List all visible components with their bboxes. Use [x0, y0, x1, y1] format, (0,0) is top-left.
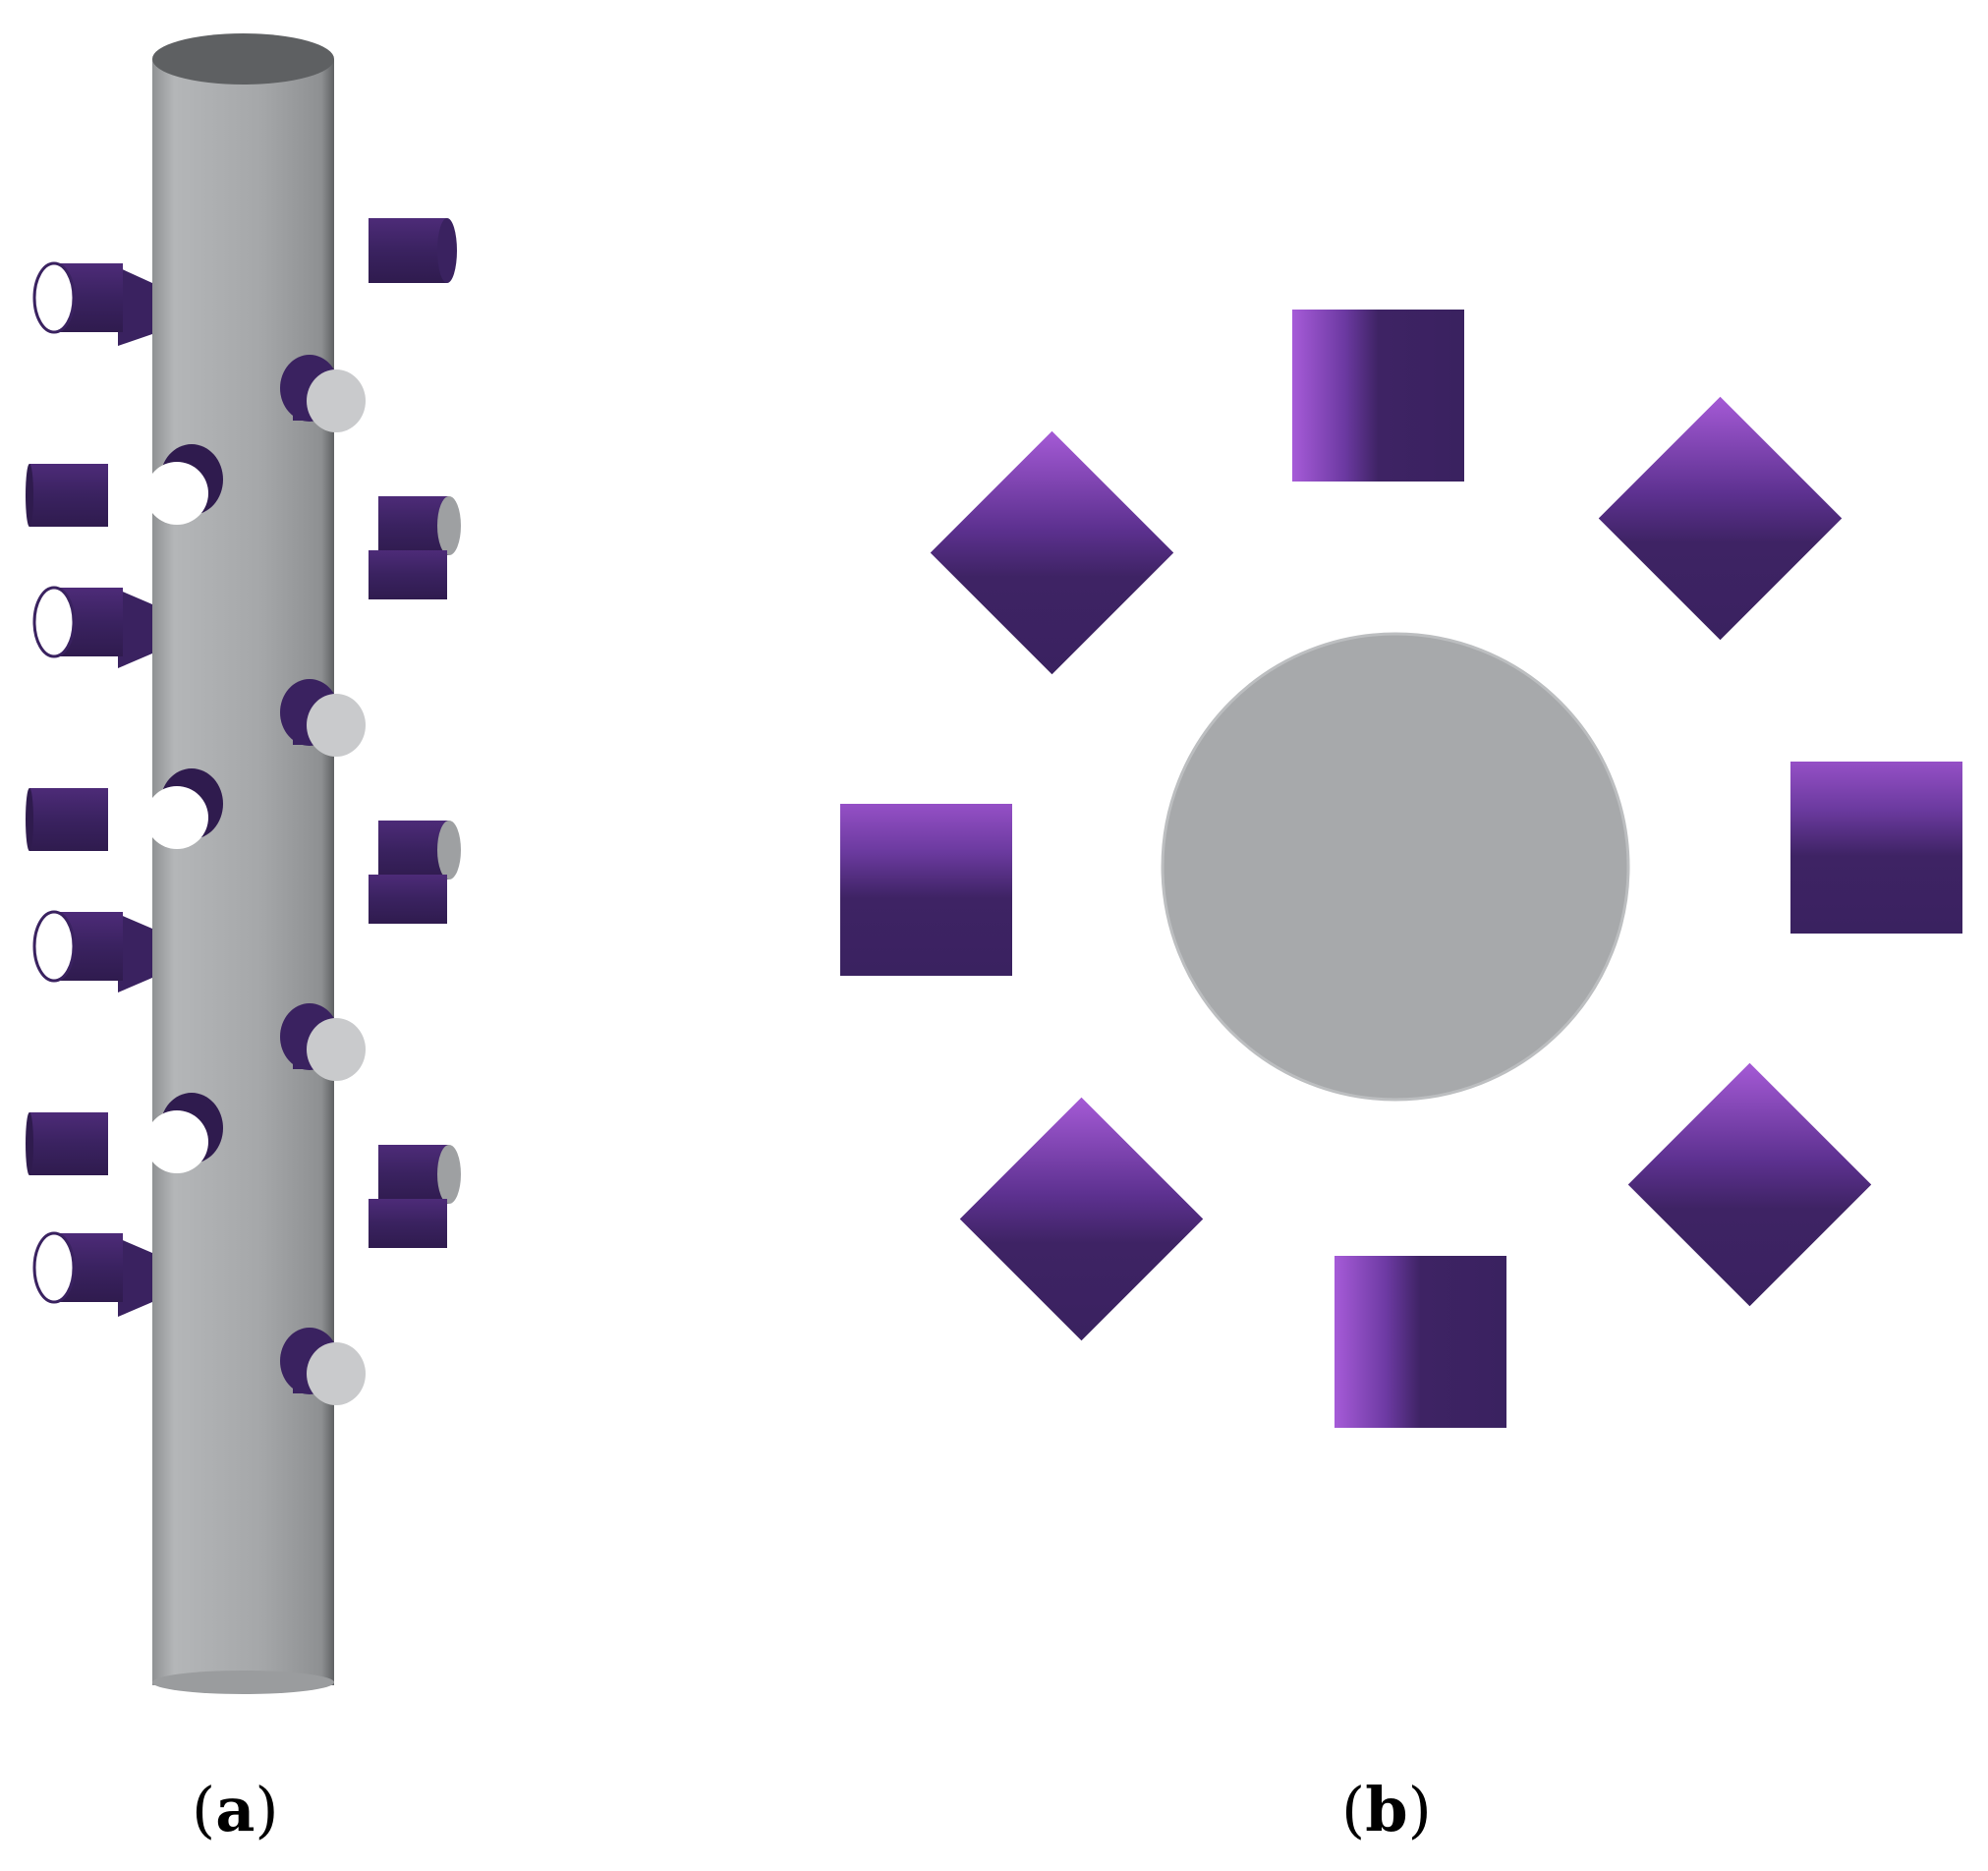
- cylinder-right: [1790, 762, 1962, 934]
- left-cylinder-7: [32, 1231, 152, 1317]
- panel-b-caption: (b): [1341, 1774, 1432, 1845]
- right-edge-cylinder-3: [280, 1003, 366, 1081]
- left-cylinder-1: [32, 261, 152, 346]
- pole-cylinder: [152, 33, 334, 1694]
- cylinder-top-right: [1598, 396, 1843, 641]
- panel-b-top-view: [840, 310, 1962, 1428]
- right-cylinder-3: [369, 821, 461, 924]
- left-cylinder-6: [26, 1112, 108, 1175]
- front-cylinder-3: [145, 1093, 223, 1173]
- left-cylinder-5: [32, 910, 152, 992]
- right-edge-cylinder-1: [280, 355, 366, 432]
- right-cylinder-4: [369, 1145, 461, 1248]
- left-cylinder-2: [26, 464, 108, 527]
- panel-a-side-view: [26, 33, 461, 1694]
- left-cylinder-4: [26, 788, 108, 851]
- panel-a-caption: (a): [192, 1774, 279, 1845]
- right-edge-cylinder-4: [280, 1328, 366, 1405]
- cylinder-bottom-left: [959, 1097, 1204, 1341]
- cylinder-top-left: [930, 430, 1174, 675]
- pole-top-circle: [1161, 632, 1630, 1102]
- cylinder-left: [840, 804, 1012, 976]
- front-cylinder-1: [145, 444, 223, 525]
- panel-b-label: b: [1365, 1774, 1408, 1845]
- right-cylinder-2: [369, 496, 461, 599]
- front-cylinder-2: [145, 768, 223, 849]
- panel-a-label: a: [215, 1774, 256, 1845]
- left-cylinder-3: [32, 586, 152, 668]
- right-edge-cylinder-2: [280, 679, 366, 757]
- right-cylinder-1: [369, 218, 457, 283]
- cylinder-bottom: [1335, 1256, 1506, 1428]
- cylinder-bottom-right: [1627, 1062, 1872, 1307]
- cylinder-top: [1292, 310, 1464, 482]
